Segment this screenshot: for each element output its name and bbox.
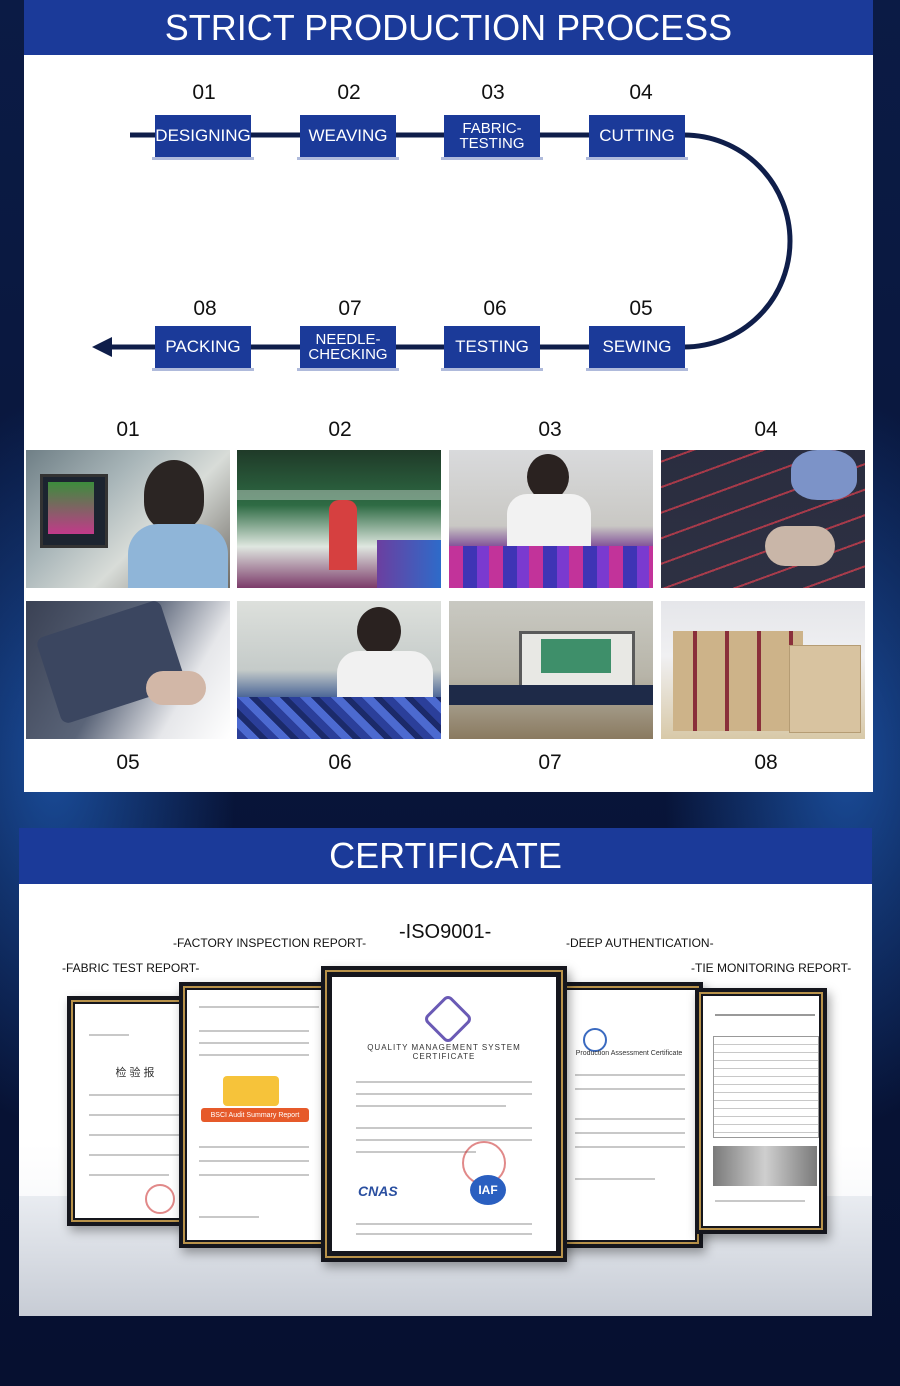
conveyor-shape — [449, 685, 653, 705]
boxes-shape — [673, 631, 803, 731]
hand-shape — [146, 671, 206, 705]
photo-number-05: 05 — [116, 751, 140, 774]
photo-number-01: 01 — [116, 418, 140, 441]
bsci-graphic-icon — [223, 1076, 279, 1106]
photo-number-03: 03 — [538, 418, 562, 441]
photo-weaving — [237, 450, 441, 588]
process-header: STRICT PRODUCTION PROCESS — [24, 0, 873, 55]
doc-heading: QUALITY MANAGEMENT SYSTEM CERTIFICATE — [367, 1043, 521, 1061]
step-number-01: 01 — [192, 81, 216, 104]
step-number-08: 08 — [193, 297, 217, 320]
screen-shape — [48, 482, 94, 534]
step-label: SEWING — [602, 337, 672, 356]
step-cutting: CUTTING — [586, 115, 688, 160]
step-label-line-2: CHECKING — [308, 346, 388, 363]
step-label: TESTING — [455, 337, 529, 356]
step-sewing: SEWING — [586, 326, 688, 371]
bsci-banner: BSCI Audit Summary Report — [201, 1108, 309, 1122]
certificate-title: CERTIFICATE — [329, 835, 562, 876]
ties-shape — [237, 697, 441, 739]
step-label-line-1: FABRIC- — [462, 120, 522, 137]
iso-logo-icon — [422, 993, 474, 1045]
photo-testing — [237, 601, 441, 739]
process-panel: 01 02 03 04 DESIGNING WEAVING FABRIC- TE… — [24, 55, 873, 792]
person-head-shape — [357, 607, 401, 655]
step-label: DESIGNING — [155, 126, 251, 145]
photo-number-07: 07 — [538, 751, 562, 774]
process-title: STRICT PRODUCTION PROCESS — [164, 6, 733, 48]
fabric-shape — [377, 540, 441, 588]
hand-shape — [765, 526, 835, 566]
step-number-05: 05 — [629, 297, 653, 320]
photo-number-04: 04 — [754, 418, 778, 441]
photo-fabric-testing — [449, 450, 653, 588]
step-designing: DESIGNING — [152, 115, 254, 160]
step-label-line-1: NEEDLE- — [315, 331, 381, 348]
fabric-shape — [449, 546, 653, 588]
photo-packing — [661, 601, 865, 739]
certificate-factory-inspection: BSCI Audit Summary Report — [179, 982, 329, 1248]
tie-photo-shape — [713, 1146, 817, 1186]
detector-panel-shape — [541, 639, 611, 673]
step-label: WEAVING — [308, 126, 388, 145]
step-number-07: 07 — [338, 297, 362, 320]
certificate-panel: -FACTORY INSPECTION REPORT- -ISO9001- -D… — [19, 884, 872, 1316]
step-fabric-testing: FABRIC- TESTING — [441, 115, 543, 160]
certificate-header: CERTIFICATE — [19, 828, 872, 884]
cutting-machine-shape — [791, 450, 857, 500]
photo-cutting — [661, 450, 865, 588]
person-shape — [144, 460, 204, 530]
step-number-02: 02 — [337, 81, 361, 104]
photo-number-08: 08 — [754, 751, 778, 774]
step-label: CUTTING — [599, 126, 675, 145]
person-head-shape — [527, 454, 569, 500]
step-label-line-2: TESTING — [459, 135, 525, 152]
label-fabric-test: -FABRIC TEST REPORT- — [62, 961, 200, 975]
iaf-logo: IAF — [470, 1175, 506, 1205]
step-number-03: 03 — [481, 81, 505, 104]
step-weaving: WEAVING — [297, 115, 399, 160]
photo-needle-checking — [449, 601, 653, 739]
garment-shape — [35, 601, 187, 725]
apron-shape — [507, 494, 591, 550]
certificate-tie-monitoring — [695, 988, 827, 1234]
cnas-logo: CNAS — [358, 1183, 398, 1199]
report-table-shape — [713, 1036, 819, 1138]
label-factory-inspection: -FACTORY INSPECTION REPORT- — [173, 936, 367, 950]
doc-heading: Production Assessment Certificate — [575, 1050, 683, 1057]
photo-designing — [26, 450, 230, 588]
arrow-head-icon — [92, 337, 112, 357]
step-number-06: 06 — [483, 297, 507, 320]
certificate-iso9001: QUALITY MANAGEMENT SYSTEM CERTIFICATE CN… — [321, 966, 567, 1262]
step-label: PACKING — [165, 337, 241, 356]
step-number-04: 04 — [629, 81, 653, 104]
certificate-fabric-test: 检 验 报 — [67, 996, 197, 1226]
step-needle-checking: NEEDLE- CHECKING — [297, 326, 399, 371]
step-packing: PACKING — [152, 326, 254, 371]
label-tie-monitoring: -TIE MONITORING REPORT- — [691, 961, 852, 975]
box-stack-shape — [789, 645, 861, 733]
label-deep-authentication: -DEEP AUTHENTICATION- — [566, 936, 714, 950]
doc-heading: 检 验 报 — [115, 1067, 155, 1079]
label-iso9001: -ISO9001- — [399, 921, 492, 943]
photo-sewing — [26, 601, 230, 739]
worker-shape — [329, 500, 357, 570]
certificate-deep-authentication: Production Assessment Certificate — [555, 982, 703, 1248]
step-testing: TESTING — [441, 326, 543, 371]
photo-number-06: 06 — [328, 751, 352, 774]
photo-number-02: 02 — [328, 418, 352, 441]
person-body-shape — [128, 524, 228, 588]
check-logo-icon — [583, 1028, 607, 1052]
